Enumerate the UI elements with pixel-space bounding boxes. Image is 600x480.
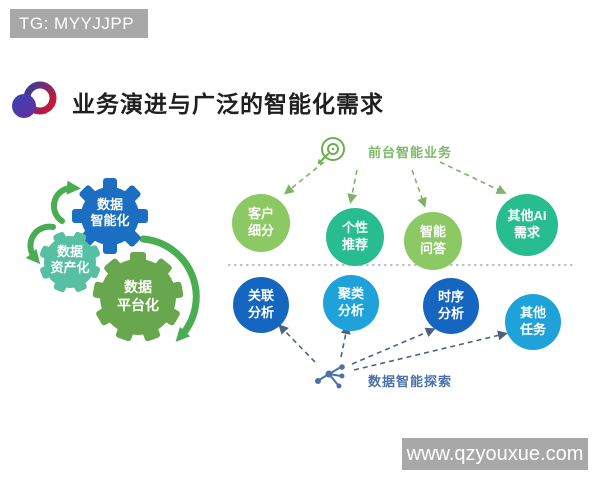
title-logo-spacer xyxy=(12,80,60,124)
telegram-watermark-banner: TG: MYYJJPP xyxy=(10,9,148,38)
title-row: 业务演进与广泛的智能化需求 xyxy=(12,80,384,124)
bubble-intelligent-qa: 智能 问答 xyxy=(404,212,462,270)
connector-explore-3 xyxy=(351,327,436,365)
connector-front-4 xyxy=(439,161,507,194)
connector-front-2 xyxy=(347,169,358,204)
page-title: 业务演进与广泛的智能化需求 xyxy=(72,91,384,117)
gear-label-data-intelligence: 数据 智能化 xyxy=(90,197,130,229)
site-watermark: www.qzyouxue.com xyxy=(402,438,588,470)
connector-front-3 xyxy=(411,169,427,208)
bubble-other-tasks: 其他 任务 xyxy=(505,294,561,350)
front-office-label: 前台智能业务 xyxy=(368,145,453,160)
bubble-association-analysis: 关联 分析 xyxy=(233,277,289,333)
gear-label-data-asset: 数据 资产化 xyxy=(50,244,90,276)
connector-explore-2 xyxy=(340,324,351,358)
target-icon xyxy=(318,137,345,164)
network-icon xyxy=(315,364,345,389)
bubble-timeseries-analysis: 时序 分析 xyxy=(423,278,479,334)
connector-explore-4 xyxy=(353,330,508,371)
gear-label-data-platform: 数据 平台化 xyxy=(117,279,159,313)
bubble-other-ai-needs: 其他AI 需求 xyxy=(496,194,558,256)
bubble-cluster-analysis: 聚类 分析 xyxy=(323,275,379,331)
exploration-label: 数据智能探索 xyxy=(368,374,453,389)
connector-front-1 xyxy=(283,161,325,195)
bubble-personal-recommendation: 个性 推荐 xyxy=(326,208,384,266)
connector-explore-1 xyxy=(278,324,316,363)
bubble-customer-segmentation: 客户 细分 xyxy=(232,194,290,252)
